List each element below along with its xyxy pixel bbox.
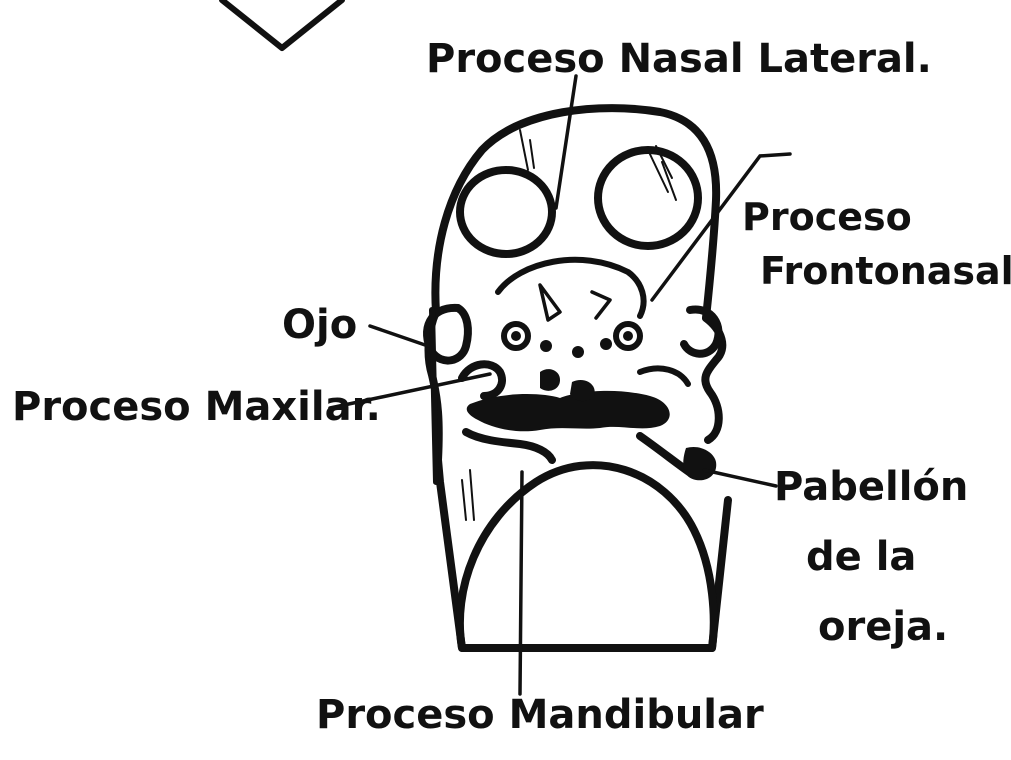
right-eye-circle — [598, 150, 698, 246]
nasal-pit-right — [592, 292, 610, 318]
mandibular-arch — [460, 465, 714, 648]
label-proceso-frontonasal-2: Frontonasal. — [760, 249, 1011, 293]
mandibular-upper-left — [466, 432, 552, 460]
label-proceso-nasal-lateral: Proceso Nasal Lateral. — [426, 36, 932, 82]
frontonasal-dome — [498, 260, 644, 316]
label-proceso-frontonasal-1: Proceso — [742, 195, 912, 239]
mouth-blob-a — [540, 369, 560, 391]
nasal-dot-3 — [600, 338, 612, 350]
leader-mandibular — [520, 472, 522, 694]
neck-box — [438, 460, 728, 648]
neck-left-edge — [432, 310, 436, 482]
nasal-dot-1 — [540, 340, 552, 352]
right-lateral-bump — [684, 309, 718, 353]
head-shading — [462, 130, 676, 520]
head-outline-top — [435, 108, 716, 318]
leader-ojo — [370, 326, 428, 346]
left-eye-circle — [460, 170, 552, 254]
stomodeum-mass — [467, 391, 670, 431]
maxillary-process-right — [640, 368, 688, 384]
nasal-dot-2 — [572, 346, 584, 358]
mouth-blob-b — [570, 380, 595, 401]
nasal-pit-left — [540, 285, 560, 320]
label-pabellon-1: Pabellón — [774, 464, 968, 510]
ear-blob — [683, 447, 716, 480]
leader-pabellon — [704, 470, 776, 486]
label-pabellon-3: oreja. — [818, 604, 948, 650]
label-proceso-mandibular: Proceso Mandibular — [316, 692, 764, 738]
label-pabellon-2: de la — [806, 534, 916, 580]
leader-nasal-lateral — [556, 76, 576, 208]
label-proceso-maxilar: Proceso Maxilar. — [12, 384, 381, 430]
cropped-top-left-shape — [222, 0, 342, 48]
label-ojo: Ojo — [282, 302, 357, 348]
